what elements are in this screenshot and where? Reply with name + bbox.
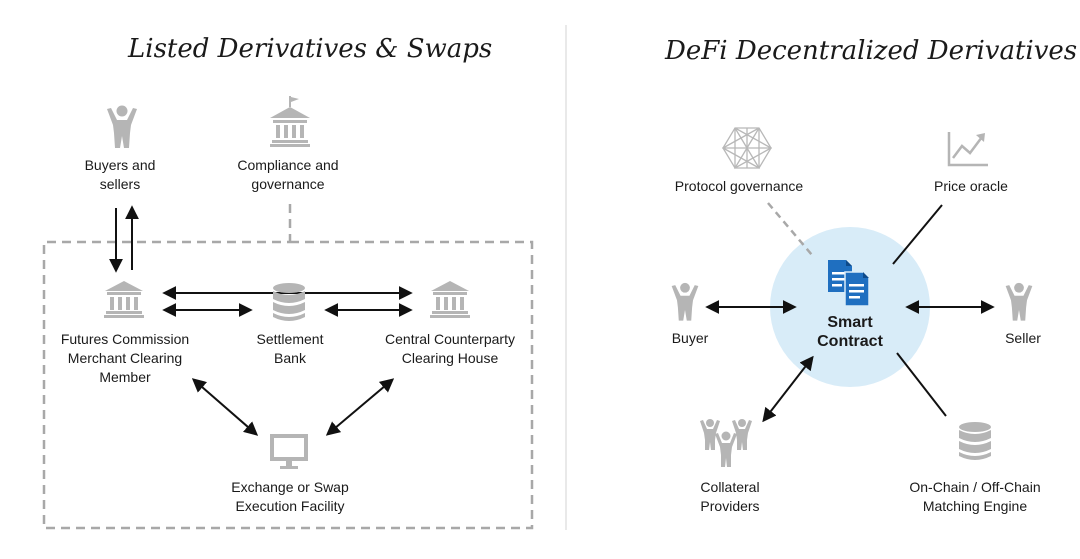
- left-panel-title: Listed Derivatives & Swaps: [128, 34, 493, 64]
- right-panel-title: DeFi Decentralized Derivatives: [665, 36, 1078, 66]
- group-people-icon: [700, 419, 752, 467]
- matching-engine-label: On-Chain / Off-Chain Matching Engine: [909, 479, 1041, 514]
- person-icon: [1005, 282, 1033, 321]
- monitor-icon: [270, 434, 308, 469]
- database-icon: [959, 422, 991, 460]
- clearing-boundary-dashed: [42, 240, 534, 530]
- collateral-providers-label: Collateral Providers: [700, 479, 760, 514]
- bank-building-icon: [430, 281, 470, 318]
- arrow-ccp-exchange: [325, 378, 395, 436]
- seller-label: Seller: [1005, 330, 1041, 346]
- buyers-sellers-label: Buyers and sellers: [84, 157, 156, 192]
- smart-contract-circle: [770, 227, 930, 387]
- buyer-label: Buyer: [671, 330, 709, 346]
- person-icon: [671, 282, 699, 321]
- exchange-label: Exchange or Swap Execution Facility: [231, 479, 349, 514]
- document-icon: [828, 260, 870, 307]
- database-icon: [273, 283, 305, 321]
- oracle-connector: [892, 204, 943, 265]
- ccp-label: Central Counterparty Clearing House: [385, 331, 515, 366]
- person-icon: [107, 105, 137, 148]
- settlement-bank-label: Settlement Bank: [256, 331, 324, 366]
- compliance-label: Compliance and governance: [237, 157, 339, 192]
- line-chart-icon: [947, 132, 988, 167]
- arrow-fcm-exchange: [191, 378, 259, 436]
- price-oracle-label: Price oracle: [934, 178, 1008, 194]
- hexagon-network-icon: [722, 127, 772, 170]
- bank-building-icon: [104, 281, 144, 318]
- bank-building-icon: [270, 96, 310, 147]
- matching-engine-connector: [896, 352, 947, 417]
- protocol-governance-label: Protocol governance: [674, 178, 804, 194]
- smart-contract-label: Smart Contract: [817, 314, 883, 350]
- fcm-label: Futures Commission Merchant Clearing Mem…: [60, 331, 190, 385]
- arrow-collateral-contract: [762, 355, 814, 423]
